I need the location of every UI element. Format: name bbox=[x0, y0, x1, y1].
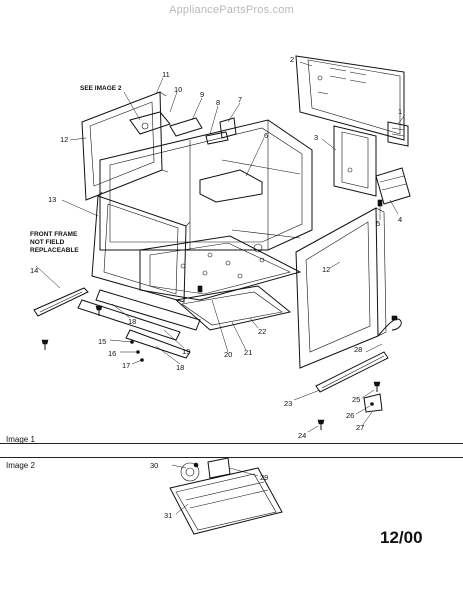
callout-16: 16 bbox=[108, 349, 116, 358]
part-13-front-frame bbox=[91, 191, 191, 303]
image-2-label: Image 2 bbox=[6, 461, 35, 470]
callout-10: 10 bbox=[174, 85, 182, 94]
callout-29: 29 bbox=[260, 473, 268, 482]
callout-6: 6 bbox=[264, 131, 268, 140]
callout-9: 9 bbox=[200, 90, 204, 99]
divider-bottom bbox=[0, 457, 463, 458]
callout-19: 19 bbox=[182, 347, 190, 356]
part-12-door bbox=[295, 207, 387, 369]
part-14-rail bbox=[33, 287, 89, 317]
callout-11: 11 bbox=[162, 70, 170, 79]
callout-22: 22 bbox=[258, 327, 266, 336]
part-5-clip bbox=[377, 199, 383, 207]
callout-31: 31 bbox=[164, 511, 172, 520]
note-front-frame-line-1: FRONT FRAME bbox=[30, 231, 78, 238]
leader-lines bbox=[35, 61, 405, 515]
callout-21: 21 bbox=[244, 348, 252, 357]
callout-5: 5 bbox=[376, 219, 380, 228]
part-2-back-panel bbox=[295, 55, 405, 141]
part-18-19-lower-trim bbox=[77, 289, 201, 359]
callout-23: 23 bbox=[284, 399, 292, 408]
callout-8: 8 bbox=[216, 98, 220, 107]
callout-26: 26 bbox=[346, 411, 354, 420]
part-31-control-assembly bbox=[169, 457, 283, 535]
parts-24-27-fasteners bbox=[317, 381, 383, 430]
callout-25: 25 bbox=[352, 395, 360, 404]
callout-13: 13 bbox=[48, 195, 56, 204]
note-see-image-2: SEE IMAGE 2 bbox=[80, 85, 122, 92]
part-4-cover bbox=[375, 167, 411, 205]
oven-body bbox=[99, 119, 313, 301]
callout-27: 27 bbox=[356, 423, 364, 432]
callout-12-left: 12 bbox=[60, 135, 68, 144]
callout-2: 2 bbox=[290, 55, 294, 64]
note-front-frame-line-2: NOT FIELD bbox=[30, 239, 65, 246]
watermark: AppliancePartsPros.com bbox=[169, 4, 294, 16]
part-1-vent-bracket bbox=[387, 121, 409, 147]
callout-30: 30 bbox=[150, 461, 158, 470]
callout-12-right: 12 bbox=[322, 265, 330, 274]
callout-28: 28 bbox=[354, 345, 362, 354]
callout-24: 24 bbox=[298, 431, 306, 440]
part-20-22-floor-panel bbox=[174, 285, 292, 331]
callout-1: 1 bbox=[398, 107, 402, 116]
part-23-lower-rail bbox=[315, 351, 389, 393]
date-code: 12/00 bbox=[380, 528, 423, 547]
callout-15: 15 bbox=[98, 337, 106, 346]
divider-top bbox=[0, 443, 463, 444]
callout-17: 17 bbox=[122, 361, 130, 370]
image-1-label: Image 1 bbox=[6, 435, 35, 444]
part-11-side-panel bbox=[81, 91, 169, 201]
callout-14: 14 bbox=[30, 266, 38, 275]
callout-18-lower: 18 bbox=[176, 363, 184, 372]
callout-18-upper: 18 bbox=[128, 317, 136, 326]
note-front-frame-line-3: REPLACEABLE bbox=[30, 247, 79, 254]
part-3-channel bbox=[333, 125, 377, 197]
part-28-wire bbox=[377, 315, 402, 337]
callout-20: 20 bbox=[224, 350, 232, 359]
parts-7-10-top-components bbox=[129, 111, 237, 145]
callout-4: 4 bbox=[398, 215, 402, 224]
callout-3: 3 bbox=[314, 133, 318, 142]
callout-7: 7 bbox=[238, 95, 242, 104]
